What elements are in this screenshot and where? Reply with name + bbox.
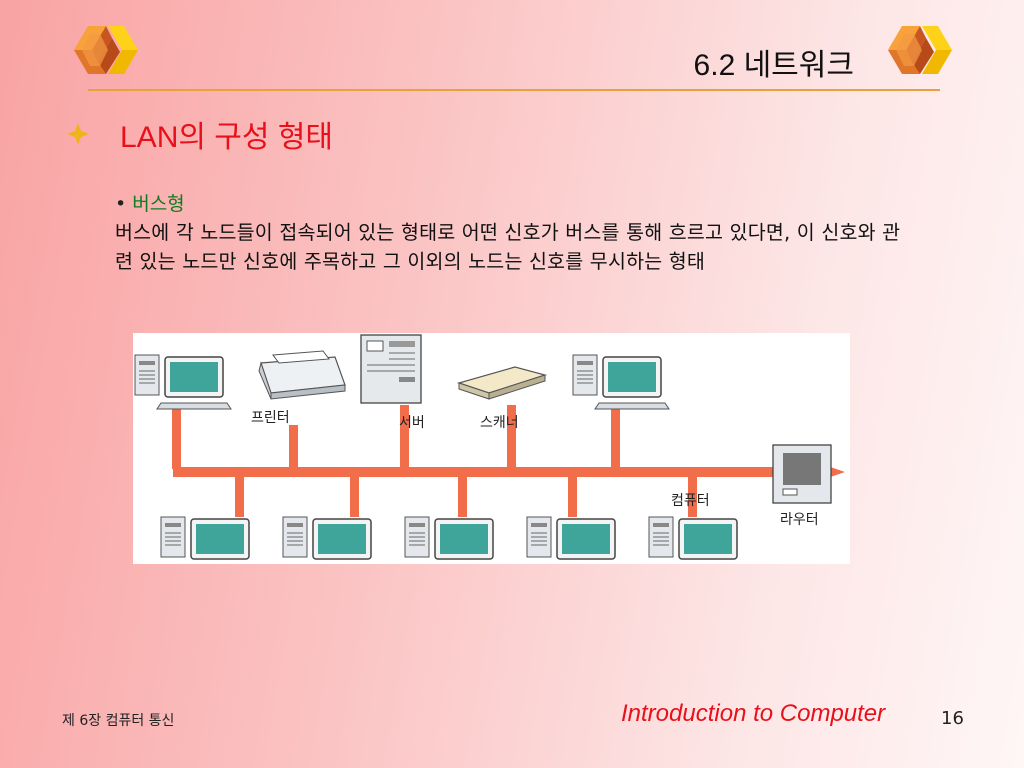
cube-logo-icon <box>74 26 138 74</box>
diagram-canvas <box>134 334 845 564</box>
subheading: 버스형 <box>132 193 185 215</box>
label-printer: 프린터 <box>251 410 290 426</box>
section-title: 6.2 네트워크 <box>693 49 854 82</box>
cube-logo-icon <box>888 26 952 74</box>
printer-icon <box>258 350 346 400</box>
label-computer: 컴퓨터 <box>671 493 710 509</box>
header-rule <box>88 89 940 91</box>
label-router: 라우터 <box>780 512 819 528</box>
page-number: 16 <box>941 708 964 729</box>
label-server: 서버 <box>399 415 425 431</box>
computer-icon <box>160 516 258 564</box>
bus-line <box>173 467 813 477</box>
computer-icon <box>404 516 502 564</box>
computer-icon <box>526 516 624 564</box>
footer-chapter: 제 6장 컴퓨터 통신 <box>62 713 175 729</box>
diamond-bullet-icon <box>67 123 89 145</box>
computer-icon <box>572 354 670 410</box>
subheading-row: •버스형 <box>115 189 185 216</box>
heading-row: LAN의 구성 형태 <box>66 112 333 156</box>
description-text: 버스에 각 노드들이 접속되어 있는 형태로 어떤 신호가 버스를 통해 흐르고… <box>115 221 901 273</box>
label-scanner: 스캐너 <box>480 415 519 431</box>
bus-topology-diagram: 프린터 서버 스캐너 컴퓨터 라우터 <box>133 333 850 564</box>
bullet-dot-icon: • <box>115 193 127 215</box>
footer-course-title: Introduction to Computer <box>621 700 886 727</box>
scanner-icon <box>456 366 548 400</box>
server-icon <box>360 334 422 404</box>
computer-icon <box>648 516 746 564</box>
slide-heading: LAN의 구성 형태 <box>120 121 334 154</box>
router-icon <box>772 444 832 504</box>
computer-icon <box>134 354 232 410</box>
computer-icon <box>282 516 380 564</box>
